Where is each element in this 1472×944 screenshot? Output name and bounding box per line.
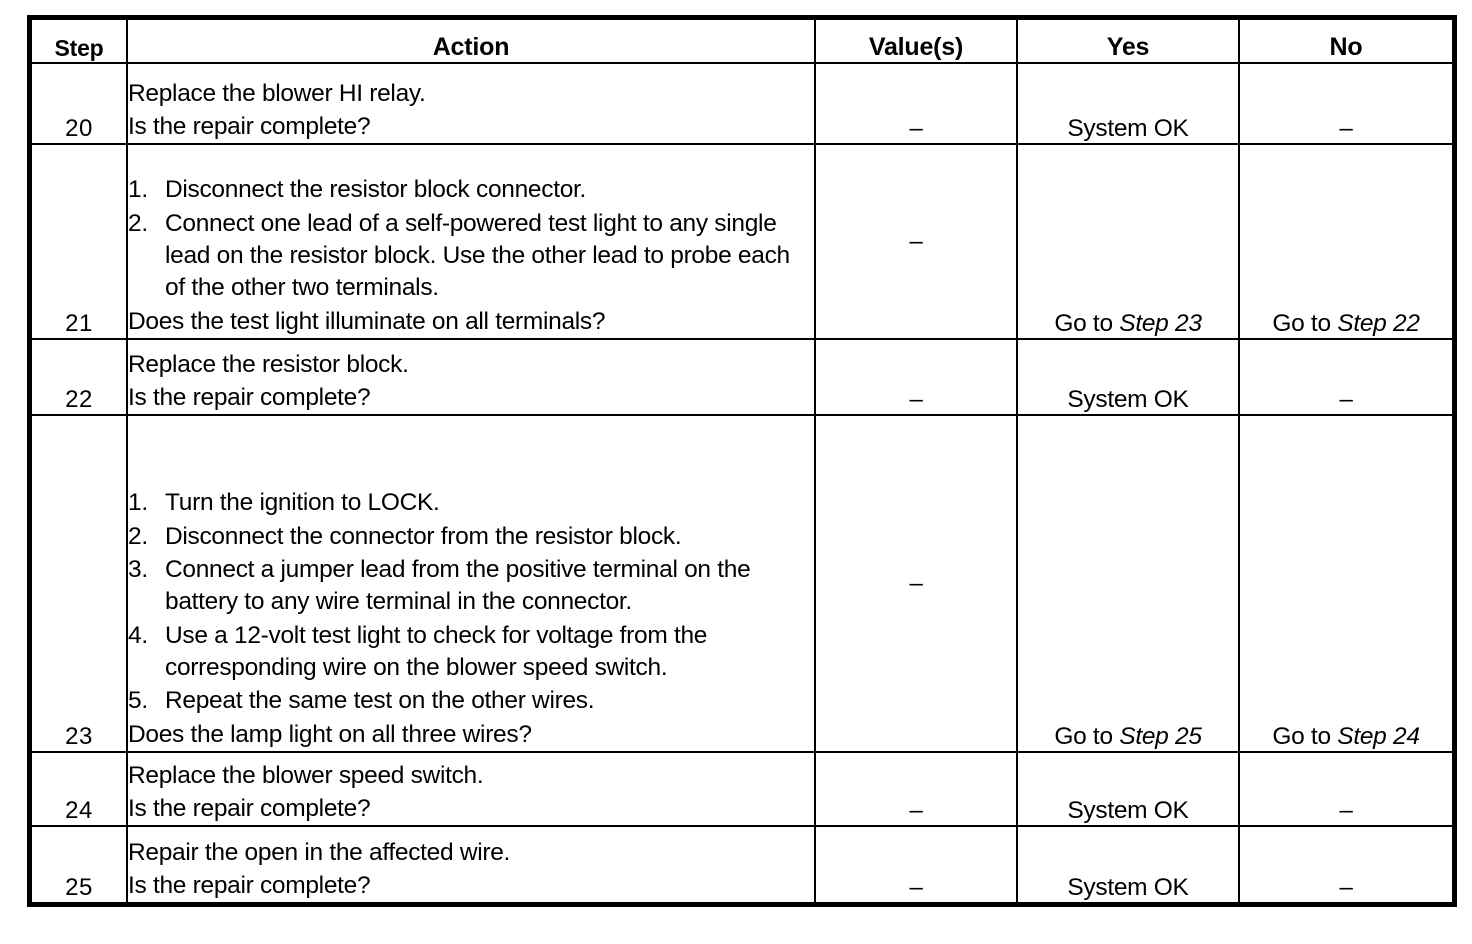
value-text: –	[909, 569, 923, 597]
action-step-text: Turn the ignition to LOCK.	[165, 489, 440, 517]
yes-cell: Go to Step 25	[1016, 414, 1240, 753]
table-row: 24 Replace the blower speed switch. Is t…	[30, 751, 1454, 827]
action-question: Is the repair complete?	[128, 112, 371, 140]
action-step-number: 1.	[128, 489, 148, 517]
action-step-item: 2. Disconnect the connector from the resi…	[128, 521, 814, 553]
action-cell: Repair the open in the affected wire. Is…	[126, 825, 816, 904]
no-text: –	[1339, 874, 1353, 901]
table-row: 25 Repair the open in the affected wire.…	[30, 825, 1454, 904]
column-header-action: Action	[126, 18, 816, 64]
yes-cell: Go to Step 23	[1016, 143, 1240, 340]
action-cell: 1. Disconnect the resistor block connecto…	[126, 143, 816, 340]
action-step-text: Connect one lead of a self-powered test …	[165, 209, 790, 302]
action-line: Replace the blower HI relay.	[128, 80, 426, 108]
action-line: Repair the open in the affected wire.	[128, 839, 511, 867]
table-row: 22 Replace the resistor block. Is the re…	[30, 338, 1454, 416]
yes-prefix: Go to	[1054, 310, 1120, 337]
action-step-number: 3.	[128, 556, 148, 584]
step-number: 25	[30, 825, 128, 904]
action-step-text: Disconnect the resistor block connector.	[165, 176, 587, 204]
column-header-value: Value(s)	[814, 18, 1018, 64]
value-text: –	[909, 874, 923, 901]
table-row: 23 1. Turn the ignition to LOCK. 2. Discon…	[30, 414, 1454, 753]
step-number: 24	[30, 751, 128, 827]
no-prefix: Go to	[1272, 310, 1338, 337]
action-step-item: 1. Disconnect the resistor block connecto…	[128, 174, 814, 206]
yes-prefix: Go to	[1054, 723, 1120, 750]
no-cell: Go to Step 24	[1238, 414, 1454, 753]
action-step-list: 1. Disconnect the resistor block connecto…	[128, 174, 814, 304]
action-question: Is the repair complete?	[128, 794, 371, 822]
value-text: –	[909, 227, 923, 255]
action-step-item: 3. Connect a jumper lead from the positiv…	[128, 554, 814, 619]
action-step-text: Connect a jumper lead from the positive …	[165, 556, 751, 616]
step-number: 22	[30, 338, 128, 416]
yes-cell: System OK	[1016, 338, 1240, 416]
action-step-number: 5.	[128, 687, 148, 715]
action-question: Is the repair complete?	[128, 871, 371, 899]
column-header-no: No	[1238, 18, 1454, 64]
yes-cell: System OK	[1016, 751, 1240, 827]
value-cell: –	[814, 414, 1018, 753]
action-line: Replace the resistor block.	[128, 351, 409, 379]
no-text: –	[1339, 797, 1353, 824]
action-step-list: 1. Turn the ignition to LOCK. 2. Disconnec…	[128, 487, 814, 717]
step-number: 23	[30, 414, 128, 753]
table-header: Step Action Value(s) Yes No	[30, 18, 1454, 64]
table-row: 21 1. Disconnect the resistor block conne…	[30, 143, 1454, 340]
no-prefix: Go to	[1272, 723, 1338, 750]
action-step-text: Disconnect the connector from the resist…	[165, 522, 682, 550]
step-number: 21	[30, 143, 128, 340]
column-header-yes: Yes	[1016, 18, 1240, 64]
yes-step-reference: Step 23	[1119, 310, 1202, 337]
action-cell: 1. Turn the ignition to LOCK. 2. Disconnec…	[126, 414, 816, 753]
action-step-number: 2.	[128, 209, 148, 237]
action-step-text: Repeat the same test on the other wires.	[165, 687, 595, 715]
action-step-item: 1. Turn the ignition to LOCK.	[128, 487, 814, 519]
value-cell: –	[814, 751, 1018, 827]
value-cell: –	[814, 143, 1018, 340]
action-step-text: Use a 12-volt test light to check for vo…	[165, 621, 708, 682]
no-cell: –	[1238, 751, 1454, 827]
no-text: –	[1339, 115, 1353, 142]
no-cell: Go to Step 22	[1238, 143, 1454, 340]
action-cell: Replace the resistor block. Is the repai…	[126, 338, 816, 416]
no-step-reference: Step 24	[1337, 723, 1420, 750]
action-cell: Replace the blower HI relay. Is the repa…	[126, 62, 816, 145]
yes-cell: System OK	[1016, 825, 1240, 904]
yes-step-reference: Step 25	[1119, 723, 1202, 750]
no-cell: –	[1238, 825, 1454, 904]
action-question: Does the lamp light on all three wires?	[128, 720, 532, 748]
action-step-number: 2.	[128, 522, 148, 550]
no-cell: –	[1238, 338, 1454, 416]
column-header-step: Step	[30, 18, 128, 64]
table-body: 20 Replace the blower HI relay. Is the r…	[30, 62, 1454, 904]
action-question: Is the repair complete?	[128, 383, 371, 411]
action-step-number: 1.	[128, 176, 148, 204]
no-text: –	[1339, 386, 1353, 413]
action-step-number: 4.	[128, 621, 148, 649]
yes-cell: System OK	[1016, 62, 1240, 145]
value-text: –	[909, 386, 923, 413]
action-question: Does the test light illuminate on all te…	[128, 307, 606, 335]
no-cell: –	[1238, 62, 1454, 145]
action-cell: Replace the blower speed switch. Is the …	[126, 751, 816, 827]
action-step-item: 5. Repeat the same test on the other wire…	[128, 685, 814, 717]
no-step-reference: Step 22	[1337, 310, 1420, 337]
action-step-item: 4. Use a 12-volt test light to check for …	[128, 620, 814, 685]
diagnostic-procedure-table: Step Action Value(s) Yes No 20 Replace t…	[27, 15, 1457, 907]
table-row: 20 Replace the blower HI relay. Is the r…	[30, 62, 1454, 145]
header-row: Step Action Value(s) Yes No	[30, 18, 1454, 64]
action-step-item: 2. Connect one lead of a self-powered tes…	[128, 208, 814, 305]
value-cell: –	[814, 338, 1018, 416]
step-number: 20	[30, 62, 128, 145]
value-text: –	[909, 797, 923, 824]
value-text: –	[909, 115, 923, 142]
action-line: Replace the blower speed switch.	[128, 762, 484, 790]
value-cell: –	[814, 825, 1018, 904]
value-cell: –	[814, 62, 1018, 145]
